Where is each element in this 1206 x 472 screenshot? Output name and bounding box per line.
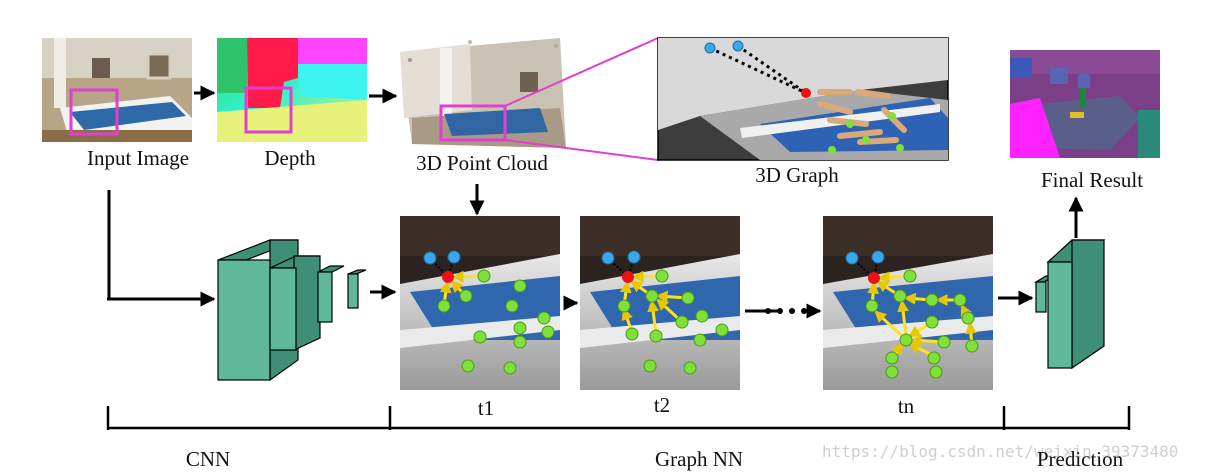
zoom-line-top bbox=[504, 37, 659, 107]
graph-3d-panel bbox=[657, 37, 949, 161]
label-final-result: Final Result bbox=[1041, 168, 1143, 192]
t2-green-node bbox=[715, 323, 729, 337]
t2-green-node bbox=[617, 299, 631, 313]
label-tn: tn bbox=[898, 394, 915, 418]
tn-green-node bbox=[929, 365, 943, 379]
t1-nodes bbox=[423, 250, 555, 375]
depth-image bbox=[217, 38, 367, 142]
input-image bbox=[42, 38, 192, 142]
t2-blue-node bbox=[627, 250, 641, 264]
tn-blue-node bbox=[845, 251, 859, 265]
tn-green-node bbox=[925, 293, 939, 307]
t1-green-node bbox=[459, 289, 473, 303]
graph-3d-blue-node bbox=[704, 42, 716, 54]
tn-green-node bbox=[885, 365, 899, 379]
t2-green-node bbox=[693, 333, 707, 347]
tn-green-node bbox=[961, 311, 975, 325]
ellipsis-t2-to-tn bbox=[745, 303, 822, 319]
graph-3d-green-node bbox=[896, 144, 904, 152]
t1-blue-node bbox=[447, 250, 461, 264]
graph-3d-green-node bbox=[828, 146, 836, 154]
tn-blue-node bbox=[871, 250, 885, 264]
t2-red-node bbox=[622, 271, 634, 283]
prediction-blocks bbox=[1033, 239, 1106, 370]
tn-green-node bbox=[925, 315, 939, 329]
label-input-image: Input Image bbox=[87, 146, 189, 170]
connector-input-to-cnn bbox=[107, 190, 216, 307]
t1-green-node bbox=[513, 321, 527, 335]
t2-green-node bbox=[695, 309, 709, 323]
tn-green-node bbox=[885, 351, 899, 365]
t2-green-node bbox=[643, 359, 657, 373]
t1-green-node bbox=[513, 279, 527, 293]
label-3d-graph: 3D Graph bbox=[755, 163, 839, 187]
tn-green-node bbox=[965, 339, 979, 353]
bottom-bracket bbox=[106, 406, 1131, 430]
pointcloud-highlight-box bbox=[439, 104, 507, 142]
graph-3d-green-node bbox=[888, 112, 896, 120]
t2-green-node bbox=[683, 361, 697, 375]
t2-green-node bbox=[655, 269, 669, 283]
label-prediction: Prediction bbox=[1037, 447, 1124, 471]
t2-nodes bbox=[601, 250, 729, 375]
label-cnn: CNN bbox=[186, 447, 230, 471]
label-graph-nn: Graph NN bbox=[655, 447, 743, 471]
frame-tn bbox=[823, 216, 993, 390]
label-t1: t1 bbox=[478, 396, 494, 420]
tn-nodes bbox=[845, 250, 979, 379]
t1-green-node bbox=[461, 359, 475, 373]
input-highlight-box bbox=[69, 88, 119, 136]
t1-green-node bbox=[477, 269, 491, 283]
point-cloud-image bbox=[400, 38, 566, 148]
t1-green-node bbox=[541, 325, 555, 339]
t2-green-node bbox=[649, 329, 663, 343]
graph-3d-nodes bbox=[704, 40, 904, 154]
t2-green-node bbox=[625, 327, 639, 341]
t1-green-node bbox=[537, 311, 551, 325]
cnn-blocks bbox=[217, 239, 367, 382]
tn-green-node bbox=[953, 293, 967, 307]
final-result-image bbox=[1010, 50, 1160, 158]
t1-green-node bbox=[505, 299, 519, 313]
tn-green-node bbox=[899, 333, 913, 347]
zoom-line-bottom bbox=[504, 139, 659, 161]
t1-blue-node bbox=[423, 251, 437, 265]
t2-green-node bbox=[681, 291, 695, 305]
t2-green-node bbox=[675, 315, 689, 329]
tn-red-node bbox=[868, 272, 880, 284]
frame-t1 bbox=[400, 216, 560, 390]
tn-green-node bbox=[865, 299, 879, 313]
t1-green-node bbox=[473, 330, 487, 344]
label-t2: t2 bbox=[654, 393, 670, 417]
graph-3d-green-node bbox=[846, 120, 854, 128]
graph-3d-green-node bbox=[862, 136, 870, 144]
tn-green-node bbox=[893, 289, 907, 303]
t1-green-node bbox=[503, 361, 517, 375]
graph-3d-red-node bbox=[801, 88, 811, 98]
t1-green-node bbox=[437, 299, 451, 313]
label-point-cloud: 3D Point Cloud bbox=[416, 151, 548, 175]
label-depth: Depth bbox=[264, 146, 316, 170]
graph-3d-blue-node bbox=[732, 40, 744, 52]
watermark: https://blog.csdn.net/weixin_39373480 bbox=[822, 442, 1178, 461]
t2-green-node bbox=[645, 289, 659, 303]
t1-red-node bbox=[442, 271, 454, 283]
tn-green-node bbox=[903, 269, 917, 283]
t1-green-node bbox=[513, 335, 527, 349]
tn-green-node bbox=[927, 351, 941, 365]
tn-green-node bbox=[937, 335, 951, 349]
t2-blue-node bbox=[601, 251, 615, 265]
depth-highlight-box bbox=[244, 86, 293, 134]
